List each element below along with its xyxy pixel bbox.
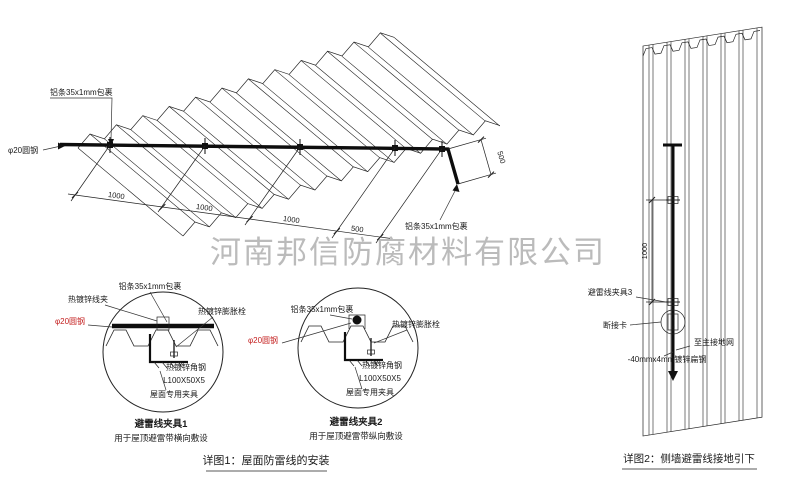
detail-circle-2: 铝条35x1mm包裹 热镀锌膨胀栓 φ20圆钢 热镀锌角钢 L100X50X5 … xyxy=(248,287,440,441)
detail2-angle-size-label: L100X50X5 xyxy=(359,374,401,383)
dim-right-ticks xyxy=(477,136,495,178)
detail1-subtitle: 用于屋顶避雷带横向敷设 xyxy=(114,433,208,443)
dim-1000-a: 1000 xyxy=(107,190,125,201)
roof-diagram: 1000 1000 1000 500 500 铝条35x1mm包裹 φ20圆钢 … xyxy=(8,32,507,244)
detail2-hatch xyxy=(348,359,379,367)
detail2-leaders xyxy=(281,314,408,390)
wall-leaders xyxy=(629,296,691,357)
detail1-angle-steel xyxy=(148,334,188,364)
dim-right-line xyxy=(480,139,492,175)
dim-1000-c: 1000 xyxy=(282,214,300,225)
wall-disconnect-label: 断接卡 xyxy=(603,320,627,330)
detail1-alu-label: 铝条35x1mm包裹 xyxy=(119,281,182,291)
detail2-bolt-label: 热镀锌膨胀栓 xyxy=(392,319,440,329)
detail1-angle-label: 热镀锌角钢 xyxy=(166,362,206,372)
detail2-sheet-profile xyxy=(300,325,414,343)
detail-circle-1: 热镀锌线夹 铝条35x1mm包裹 热镀锌膨胀栓 φ20圆钢 热镀锌角钢 L100… xyxy=(55,281,246,443)
detail1-leaders xyxy=(87,291,214,391)
wall-top-profile xyxy=(642,30,760,57)
detail2-circle-outline xyxy=(297,287,419,409)
detail2-angle-steel xyxy=(343,332,383,362)
roof-round-steel-label: φ20圆钢 xyxy=(8,145,38,155)
wall-diagram: 1000 避雷线夹具3 断接卡 至主接地网 -40mmx4mm镀锌扁钢 xyxy=(588,26,763,437)
detail2-clamp xyxy=(348,314,366,329)
detail1-clamp-label: 热镀锌线夹 xyxy=(68,294,108,304)
roof-front-edge xyxy=(182,120,500,237)
detail1-title: 避雷线夹具1 xyxy=(135,418,189,430)
down-conductor xyxy=(663,143,682,371)
caption-detail2: 详图2：侧墙避雷线接地引下 xyxy=(623,452,755,465)
caption-detail1: 详图1：屋面防雷线的安装 xyxy=(202,453,329,467)
detail1-hatch xyxy=(153,361,184,369)
roof-alu-top-leader xyxy=(50,97,113,141)
detail1-bolt-nut xyxy=(170,351,178,357)
conductor-ground-arrow xyxy=(668,371,678,381)
detail1-bolt-label: 热镀锌膨胀栓 xyxy=(198,306,246,316)
wall-flat-steel-label: -40mmx4mm镀锌扁钢 xyxy=(628,354,707,364)
roof-alu-top-arrow xyxy=(108,139,114,146)
wall-rib-lines xyxy=(648,27,758,436)
roof-alu-right-leader xyxy=(439,188,457,221)
dim-right-extensions xyxy=(447,137,497,185)
roof-alu-strip-label-top: 铝条35x1mm包裹 xyxy=(50,87,113,97)
disconnect-bolt-b xyxy=(671,325,675,329)
wall-dim-1000: 1000 xyxy=(640,243,649,260)
detail2-wire-section xyxy=(352,315,362,325)
dim-right-500: 500 xyxy=(495,150,507,165)
detail1-angle-size-label: L100X50X5 xyxy=(163,376,205,385)
roof-round-steel-arrow xyxy=(58,142,65,150)
dim-500: 500 xyxy=(351,224,365,235)
detail2-round-steel-label: φ20圆钢 xyxy=(248,335,278,345)
roof-alu-right-arrow xyxy=(452,184,460,192)
detail2-fixture-label: 屋面专用夹具 xyxy=(346,387,394,397)
wall-dim-extensions xyxy=(646,199,671,303)
dim-chain-line xyxy=(67,193,391,239)
detail1-sheet-profile xyxy=(105,329,219,347)
detail1-circle-outline xyxy=(102,291,224,413)
detail1-clamp xyxy=(156,316,170,331)
detail2-title: 避雷线夹具2 xyxy=(330,416,383,428)
detail1-fixture-label: 屋面专用夹具 xyxy=(150,389,198,399)
wall-to-ground-label: 至主接地网 xyxy=(694,337,734,347)
wall-panel xyxy=(642,26,763,437)
detail2-subtitle: 用于屋顶避雷带纵向敷设 xyxy=(309,431,403,441)
detail2-alu-label: 铝条35x1mm包裹 xyxy=(291,304,354,314)
roof-back-edge xyxy=(77,32,395,149)
disconnect-link xyxy=(667,313,679,331)
dim-1000-b: 1000 xyxy=(195,202,213,213)
disconnect-bolt-a xyxy=(671,317,675,321)
dim-extension-lines xyxy=(70,144,443,244)
wall-outline xyxy=(642,26,763,437)
roof-ridge-lines xyxy=(77,32,500,237)
company-watermark: 河南邦信防腐材料有限公司 xyxy=(210,235,606,270)
wall-clamp3-label: 避雷线夹具3 xyxy=(588,287,633,297)
roof-alu-strip-label-right: 铝条35x1mm包裹 xyxy=(405,221,468,231)
detail1-round-steel-label: φ20圆钢 xyxy=(55,316,85,326)
detail2-bolt-nut xyxy=(367,349,375,355)
figure-captions: 详图1：屋面防雷线的安装 详图2：侧墙避雷线接地引下 xyxy=(202,452,757,472)
detail2-angle-label: 热镀锌角钢 xyxy=(362,360,402,370)
dim-tick-marks xyxy=(71,191,384,241)
